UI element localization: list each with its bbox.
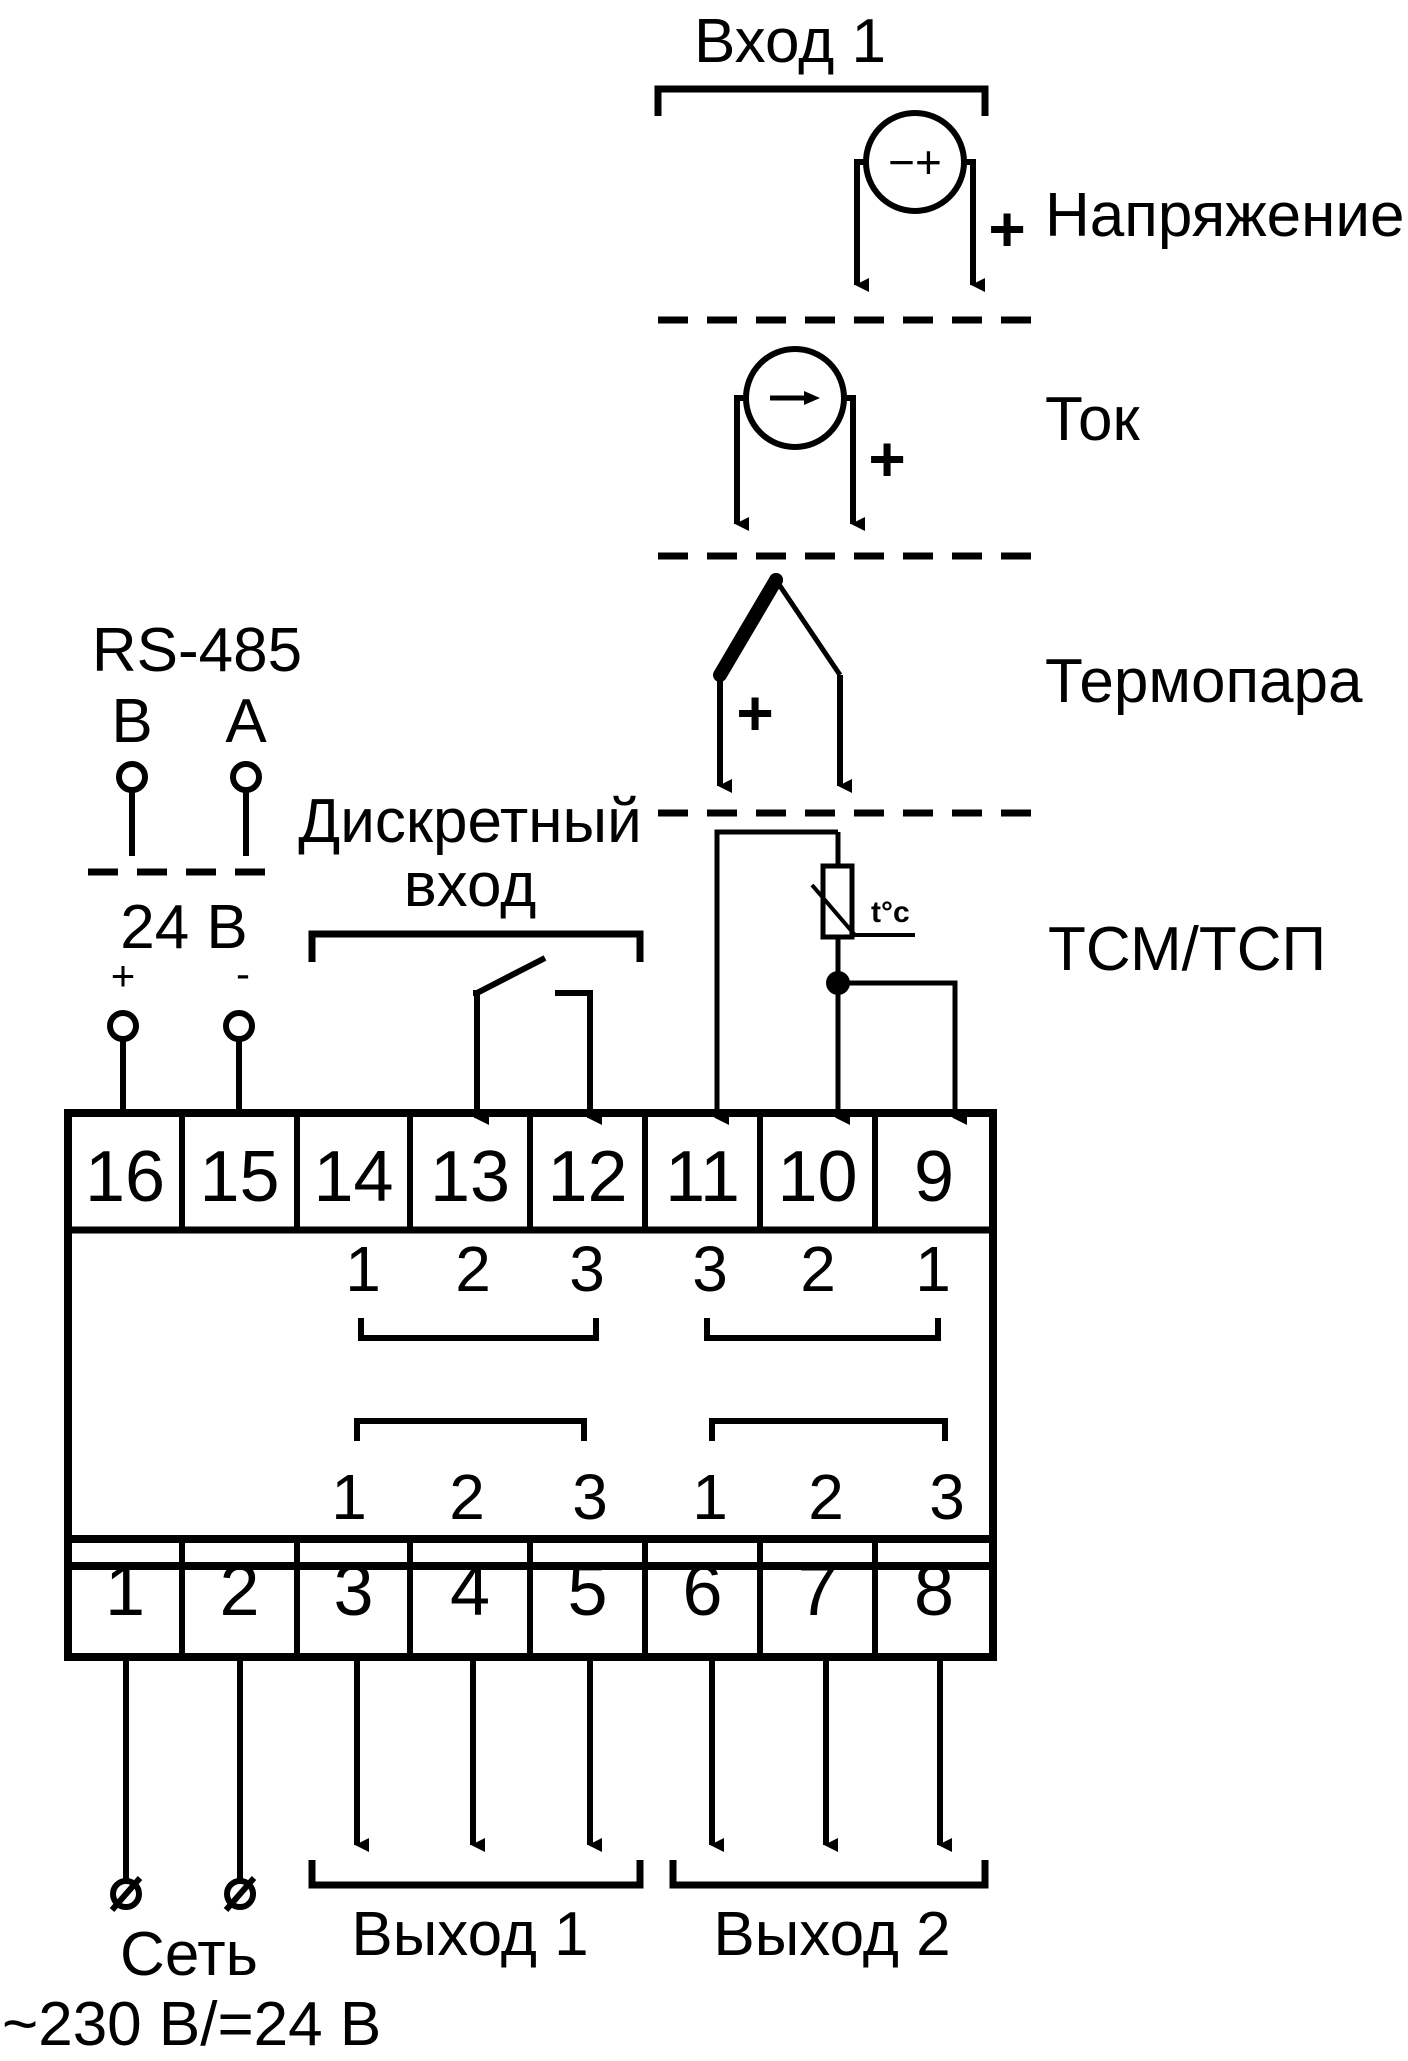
upper-left-num-2: 2 <box>455 1233 491 1305</box>
rtd-label: ТСМ/ТСП <box>1048 915 1326 984</box>
power24-label: 24 В <box>120 893 248 962</box>
terminal-dividers <box>179 1113 878 1230</box>
top-terminal-row: 16 15 14 13 12 11 10 9 <box>85 1137 954 1217</box>
rtd-wire-to-11 <box>714 829 838 1125</box>
output2-bracket <box>669 1860 989 1889</box>
input1-label: Вход 1 <box>694 7 886 76</box>
upper-right-bracket <box>704 1318 941 1341</box>
lower-right-num-2: 2 <box>808 1461 844 1533</box>
terminal-13: 13 <box>430 1137 510 1217</box>
bottom-terminal-row: 1 2 3 4 5 6 7 8 <box>105 1551 954 1631</box>
output-wires <box>354 1657 952 1852</box>
power24-minus-label: - <box>236 950 250 997</box>
upper-left-bracket <box>358 1318 599 1341</box>
bottom-terminal-dividers <box>179 1539 878 1657</box>
rs485-pin-a-label: A <box>225 687 267 756</box>
lower-left-num-3: 3 <box>572 1461 608 1533</box>
upper-right-num-1: 1 <box>915 1233 951 1305</box>
mains-rating: ~230 В/=24 В <box>2 1990 381 2059</box>
output1-bracket <box>308 1860 644 1889</box>
terminal-3: 3 <box>333 1551 373 1631</box>
terminal-1: 1 <box>105 1551 145 1631</box>
current-source-arrowhead <box>804 391 820 405</box>
rtd-temp-label: t°c <box>871 896 910 929</box>
terminal-6: 6 <box>682 1551 722 1631</box>
thermocouple-plus-sign: + <box>736 677 773 749</box>
current-label: Ток <box>1045 385 1141 454</box>
thermocouple-leg-minus <box>773 578 843 677</box>
upper-left-num-3: 3 <box>569 1233 605 1305</box>
current-wire-right <box>844 395 865 531</box>
rs485-pin-b-label: B <box>111 687 152 756</box>
thermocouple <box>713 573 852 793</box>
rs485-title: RS-485 <box>92 616 302 685</box>
voltage-source-polarity: −+ <box>888 136 942 188</box>
discrete-input-bracket <box>308 930 644 962</box>
thermocouple-leg-plus <box>713 573 783 682</box>
terminal-14: 14 <box>313 1137 393 1217</box>
terminal-7: 7 <box>797 1551 837 1631</box>
power24-plus-label: + <box>111 952 136 999</box>
power24-minus-terminal <box>223 1010 255 1042</box>
discrete-input-switch <box>473 955 602 1125</box>
bottom-terminal-strip <box>64 1535 997 1661</box>
voltage-plus-sign: + <box>988 193 1025 265</box>
lower-right-num-1: 1 <box>692 1461 728 1533</box>
discrete-switch-right-wire <box>555 990 602 1125</box>
lower-right-bracket <box>709 1418 948 1441</box>
discrete-input-label-line2: вход <box>404 851 537 920</box>
power24-plus-terminal <box>107 1010 139 1042</box>
terminal-10: 10 <box>777 1137 857 1217</box>
current-wire-left <box>734 395 749 531</box>
output2-label: Выход 2 <box>713 1900 950 1969</box>
terminal-15: 15 <box>199 1137 279 1217</box>
current-source <box>734 346 865 531</box>
upper-left-num-1: 1 <box>345 1233 381 1305</box>
terminal-4: 4 <box>450 1551 490 1631</box>
rtd-thermistor-slash <box>810 883 915 937</box>
discrete-switch-left-wire <box>473 990 489 1125</box>
lower-left-bracket <box>354 1418 587 1441</box>
thermocouple-junction <box>769 573 783 587</box>
terminal-16: 16 <box>85 1137 165 1217</box>
upper-right-num-3: 3 <box>692 1233 728 1305</box>
voltage-label: Напряжение <box>1045 181 1405 250</box>
upper-right-num-2: 2 <box>800 1233 836 1305</box>
current-plus-sign: + <box>868 423 905 495</box>
lower-left-num-2: 2 <box>449 1461 485 1533</box>
rtd-sensor: t°c <box>714 829 967 1125</box>
rs485-pin-b-terminal <box>116 761 148 793</box>
mains-terminal-2-slash <box>223 1876 257 1912</box>
voltage-wire-left <box>854 159 869 292</box>
mains-terminals <box>109 1657 257 1912</box>
voltage-wire-right <box>964 159 985 292</box>
mains-label: Сеть <box>120 1920 258 1989</box>
terminal-2: 2 <box>219 1551 259 1631</box>
output1-label: Выход 1 <box>351 1900 588 1969</box>
terminal-12: 12 <box>547 1137 627 1217</box>
lower-right-num-3: 3 <box>929 1461 965 1533</box>
voltage-source: −+ <box>854 110 985 292</box>
thermocouple-label: Термопара <box>1045 647 1363 716</box>
discrete-input-label-line1: Дискретный <box>298 787 641 856</box>
mains-terminal-1-slash <box>109 1876 143 1912</box>
terminal-8: 8 <box>914 1551 954 1631</box>
discrete-switch-blade <box>475 955 547 996</box>
terminal-11: 11 <box>665 1137 740 1217</box>
input1-bracket <box>654 85 989 116</box>
rs485-pin-a-terminal <box>230 761 262 793</box>
terminal-9: 9 <box>914 1137 954 1217</box>
rtd-wire-to-9 <box>838 980 967 1125</box>
lower-left-num-1: 1 <box>331 1461 367 1533</box>
terminal-5: 5 <box>567 1551 607 1631</box>
